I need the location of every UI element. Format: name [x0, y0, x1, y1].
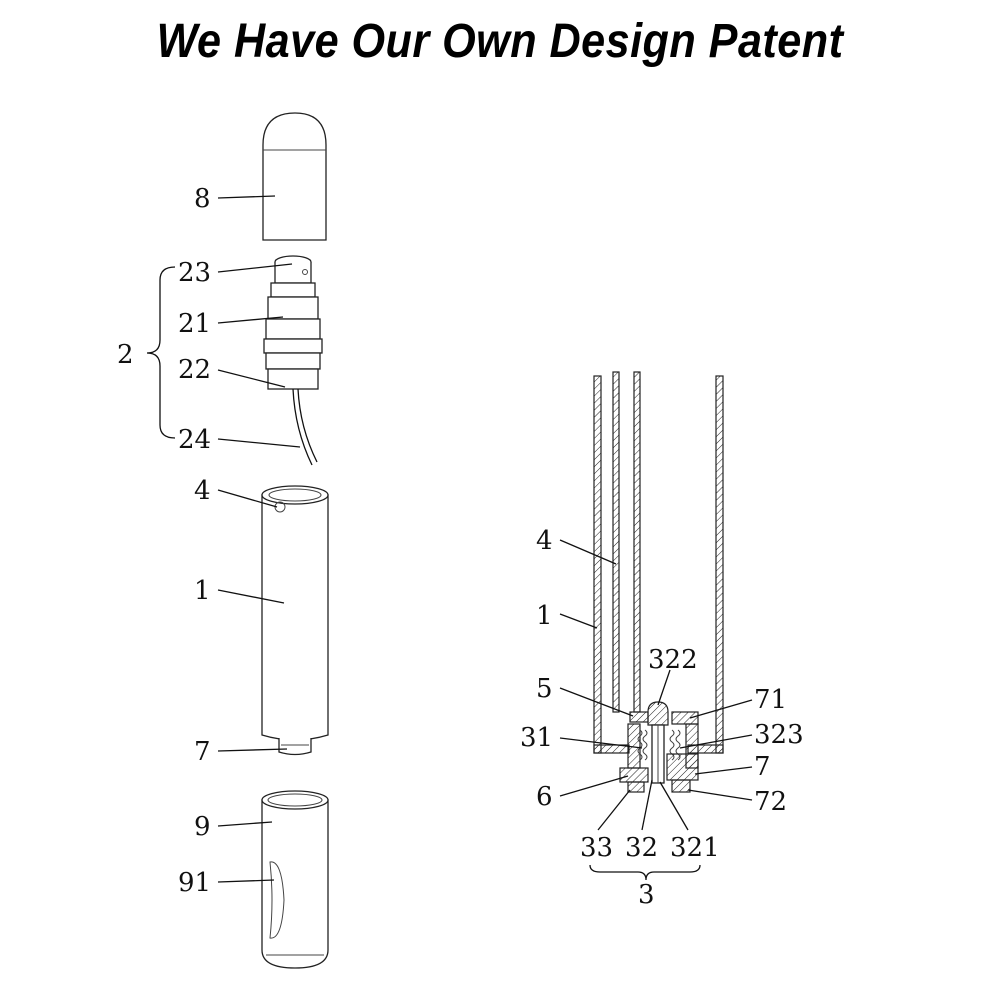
exploded-view: 8 23 21 2 22 24 4 1 7 9 91: [117, 112, 329, 969]
label-1: 1: [536, 601, 553, 631]
part-2-pump: [263, 255, 323, 466]
part-5-seal: [629, 711, 649, 723]
label-2: 2: [117, 340, 134, 370]
label-9: 9: [194, 812, 211, 842]
outer-wall-left: [593, 375, 602, 754]
label-31: 31: [520, 723, 553, 753]
label-91: 91: [178, 868, 211, 898]
label-22: 22: [178, 355, 211, 385]
label-1: 1: [194, 576, 211, 606]
label-6: 6: [536, 782, 553, 812]
label-5: 5: [536, 674, 553, 704]
part-7-body: [666, 753, 699, 781]
part-31-spring: [637, 729, 648, 761]
label-24: 24: [178, 425, 211, 455]
part-72-thread: [671, 779, 691, 793]
inner-wall-right: [633, 371, 641, 713]
label-7: 7: [194, 737, 211, 767]
label-23: 23: [178, 258, 211, 288]
label-71: 71: [754, 685, 787, 715]
label-72: 72: [754, 787, 787, 817]
part-8-cap: [262, 112, 327, 241]
label-321: 321: [670, 833, 720, 863]
part-71-nut: [671, 711, 699, 725]
label-4: 4: [536, 526, 553, 556]
label-32: 32: [625, 833, 658, 863]
part-6-body: [619, 767, 649, 783]
label-322: 322: [648, 645, 698, 675]
page-heading: We Have Our Own Design Patent: [156, 15, 844, 68]
label-3: 3: [638, 880, 655, 910]
label-21: 21: [178, 309, 211, 339]
part-9-sleeve: [261, 790, 329, 969]
label-7: 7: [754, 752, 771, 782]
part-1-tube: [261, 485, 329, 756]
section-view: 4 1 322 5 71 31 323 7 6 72 33 32 321 3: [520, 371, 804, 910]
label-8: 8: [194, 184, 211, 214]
label-33: 33: [580, 833, 613, 863]
label-4: 4: [194, 476, 211, 506]
inner-wall-left: [612, 371, 620, 713]
part-322-valve-head: [647, 701, 669, 726]
outer-wall-right: [715, 375, 724, 754]
label-323: 323: [754, 720, 804, 750]
